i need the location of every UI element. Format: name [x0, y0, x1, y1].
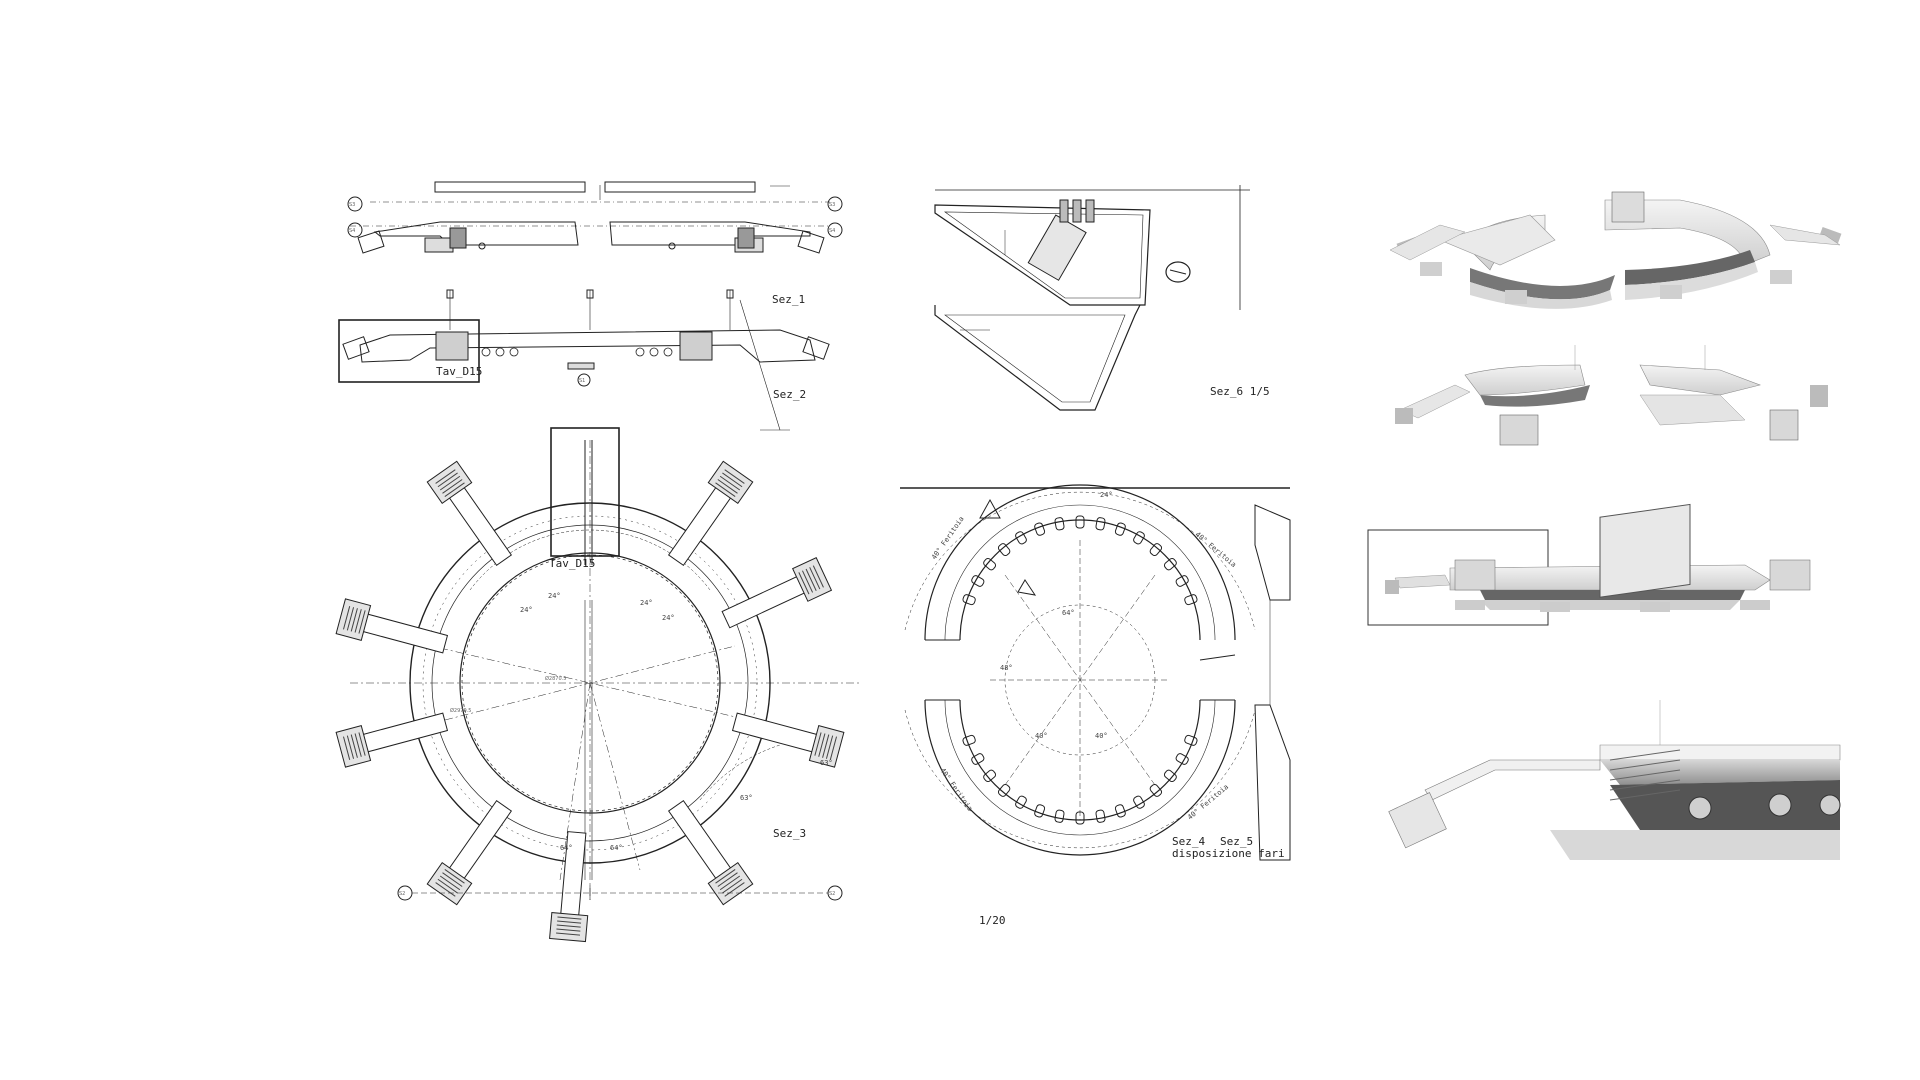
lamp-slot	[1163, 769, 1177, 783]
right-panel	[1367, 191, 1842, 860]
render-side-elevation	[1367, 525, 1811, 626]
dimension-label: Ø2870.5	[545, 675, 566, 682]
lamp-slot	[1075, 811, 1085, 825]
lamp-slot	[1175, 575, 1189, 587]
section-4-label: Sez_4	[1172, 835, 1205, 848]
section-6-view	[934, 185, 1250, 411]
section-4-5-view	[900, 484, 1291, 861]
lamp-slot	[1054, 517, 1065, 531]
lamp-slot	[971, 575, 985, 587]
fixture-arm	[426, 800, 513, 906]
axis-mark: S2	[829, 891, 835, 897]
feritoia-label: 40° Feritoia	[930, 515, 966, 561]
angle-label: 24°	[1100, 491, 1113, 499]
axis-mark: S1	[579, 378, 585, 384]
angle-label: 24°	[662, 614, 675, 622]
plan-ring-view	[350, 427, 860, 900]
axis-mark: S4	[829, 228, 835, 234]
lamp-slot	[1184, 734, 1198, 746]
left-panel-labels: Sez_1 Sez_2 Sez_3 Tav_D15 Tav_D15 S3 S4 …	[349, 202, 835, 897]
center-panel	[900, 185, 1291, 861]
lamp-slot	[1034, 804, 1046, 818]
ring-fixtures	[335, 460, 845, 943]
caption-label: disposizione fari	[1172, 847, 1285, 860]
angle-label: 63°	[740, 794, 753, 802]
lamp-slot	[983, 769, 997, 783]
axis-mark: S2	[399, 891, 405, 897]
fixture-arm	[667, 800, 754, 906]
angle-label: 24°	[548, 592, 561, 600]
fixture-arm	[667, 460, 754, 566]
lamp-slot	[1133, 531, 1145, 545]
section-3-label: Sez_3	[773, 827, 806, 840]
axis-mark: S3	[829, 202, 835, 208]
left-panel	[335, 181, 860, 943]
lamp-slot	[1095, 517, 1106, 531]
lamp-slot	[1114, 804, 1126, 818]
lamp-slot	[962, 734, 976, 746]
feritoia-label: 40° Feritoia	[1194, 530, 1238, 569]
section-1-label: Sez_1	[772, 293, 805, 306]
feritoia-label: 40° Feritoia	[1186, 783, 1230, 822]
feritoia-label: 40° Feritoia	[938, 767, 974, 813]
lamp-slot	[1149, 543, 1163, 557]
section-2-label: Sez_2	[773, 388, 806, 401]
angle-label: 64°	[560, 844, 573, 852]
fixture-arm	[731, 712, 845, 768]
angle-label: 48°	[1000, 664, 1013, 672]
lamp-slot	[1114, 522, 1126, 536]
fixture-arm	[549, 831, 589, 943]
angle-label: 63°	[820, 759, 833, 767]
lamp-slot	[1133, 795, 1145, 809]
lamp-slot	[997, 783, 1011, 797]
lamp-slot	[1054, 809, 1065, 823]
detail-frame-a	[338, 319, 480, 383]
lamp-slot	[1015, 795, 1027, 809]
lamp-slot	[983, 557, 997, 571]
lamp-slot	[997, 543, 1011, 557]
fixture-arm	[335, 598, 449, 654]
lamp-slot	[962, 594, 976, 606]
section-2-view	[338, 289, 830, 431]
render-top-oblique	[1389, 191, 1842, 309]
elevation-view	[347, 181, 843, 254]
lamp-slot	[1034, 522, 1046, 536]
angle-label: 40°	[1035, 732, 1048, 740]
render-side-oblique	[1395, 345, 1828, 446]
fixture-arm	[335, 712, 449, 768]
lamp-slot	[1175, 753, 1189, 765]
scale-label: 1/20	[979, 914, 1006, 927]
center-fixtures	[962, 515, 1198, 825]
detail-ref-a: Tav_D15	[436, 365, 482, 378]
section-5-label: Sez_5	[1220, 835, 1253, 848]
lamp-slot	[1149, 783, 1163, 797]
fixture-arm	[721, 556, 833, 629]
lamp-slot	[971, 753, 985, 765]
detail-ref-b: Tav_D15	[549, 557, 595, 570]
lamp-slot	[1015, 531, 1027, 545]
angle-label: 24°	[640, 599, 653, 607]
axis-mark: S4	[349, 228, 355, 234]
lamp-slot	[1095, 809, 1106, 823]
lamp-slot	[1184, 594, 1198, 606]
angle-label: 24°	[520, 606, 533, 614]
dimension-label: Ø2970.5	[450, 707, 471, 714]
angle-label: 64°	[1062, 609, 1075, 617]
render-detail-closeup	[1388, 503, 1841, 860]
lamp-slot	[1163, 557, 1177, 571]
section-6-label: Sez_6 1/5	[1210, 385, 1270, 398]
angle-label: 64°	[610, 844, 623, 852]
angle-label: 40°	[1095, 732, 1108, 740]
axis-mark: S3	[349, 202, 355, 208]
lamp-slot	[1075, 515, 1085, 529]
fixture-arm	[426, 460, 513, 566]
